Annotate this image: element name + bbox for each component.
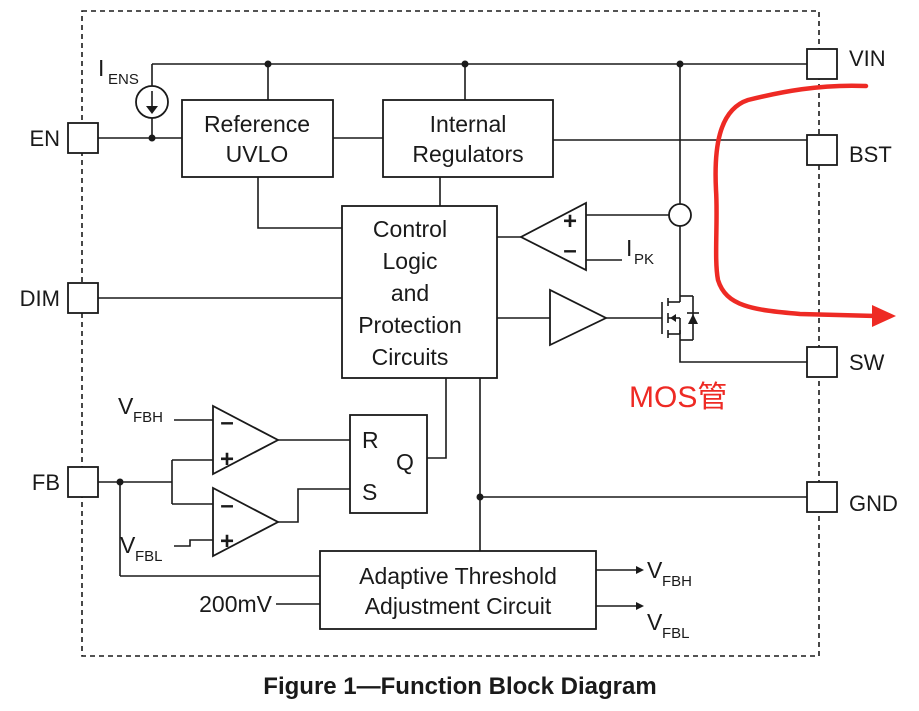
svg-text:R: R [362, 427, 379, 453]
junction-dots [116, 60, 684, 501]
comparator-vfbh: – + [212, 404, 280, 476]
svg-text:V: V [118, 393, 134, 419]
svg-text:FB: FB [32, 470, 60, 495]
pin-vin: VIN [806, 46, 886, 80]
svg-text:V: V [120, 532, 136, 558]
iens-label: I ENS [98, 55, 139, 88]
pin-gnd: GND [806, 481, 898, 516]
gate-driver-buffer [549, 288, 609, 347]
out-vfbh-label: V FBH [647, 557, 692, 590]
block-reference-uvlo: Reference UVLO [181, 99, 334, 178]
svg-text:+: + [220, 446, 234, 473]
svg-text:FBH: FBH [662, 573, 692, 590]
svg-text:SW: SW [849, 350, 885, 375]
pin-en: EN [29, 122, 99, 154]
pin-bst: BST [806, 134, 892, 167]
svg-text:Adaptive Threshold: Adaptive Threshold [359, 563, 557, 589]
svg-text:–: – [563, 237, 576, 264]
mos-annotation-label: MOS管 [629, 381, 727, 414]
ref-200mv-label: 200mV [199, 591, 273, 617]
svg-text:BST: BST [849, 142, 892, 167]
svg-text:Protection: Protection [358, 312, 462, 338]
svg-text:Internal: Internal [430, 111, 507, 137]
pin-dim: DIM [20, 282, 99, 314]
comparator-vfbl: – + [212, 486, 280, 558]
svg-text:V: V [647, 609, 663, 635]
vfbh-ref-label: V FBH [118, 393, 163, 426]
svg-text:Control: Control [373, 216, 447, 242]
figure-caption: Figure 1—Function Block Diagram [263, 673, 656, 700]
block-internal-regulators: Internal Regulators [382, 99, 554, 178]
svg-text:DIM: DIM [20, 286, 60, 311]
ic-boundary [81, 10, 820, 657]
pin-sw: SW [806, 346, 885, 378]
svg-text:I: I [626, 235, 632, 261]
svg-text:FBL: FBL [135, 548, 163, 565]
svg-text:S: S [362, 479, 377, 505]
rs-latch: R S Q [349, 414, 428, 514]
ipk-label: I PK [626, 235, 654, 268]
svg-text:and: and [391, 280, 429, 306]
current-source-icon [135, 85, 169, 119]
svg-text:GND: GND [849, 491, 898, 516]
svg-text:Regulators: Regulators [412, 141, 523, 167]
wires [98, 63, 807, 610]
block-control-logic: Control Logic and Protection Circuits [341, 205, 498, 379]
svg-text:Circuits: Circuits [372, 344, 449, 370]
current-sense-icon [668, 203, 692, 227]
svg-text:–: – [220, 492, 233, 519]
svg-text:+: + [563, 208, 577, 235]
block-adaptive-threshold: Adaptive Threshold Adjustment Circuit [319, 550, 597, 630]
svg-text:I: I [98, 55, 104, 81]
svg-text:FBH: FBH [133, 409, 163, 426]
peak-current-comparator: + – [519, 201, 587, 272]
pin-fb: FB [32, 466, 99, 498]
vfbl-ref-label: V FBL [120, 532, 163, 565]
out-vfbl-label: V FBL [647, 609, 690, 642]
mosfet-icon [661, 290, 699, 341]
svg-text:UVLO: UVLO [226, 141, 289, 167]
red-current-path-annotation [713, 83, 896, 327]
svg-text:Reference: Reference [204, 111, 310, 137]
svg-text:PK: PK [634, 251, 654, 268]
svg-text:–: – [220, 409, 233, 436]
svg-text:VIN: VIN [849, 46, 886, 71]
svg-text:ENS: ENS [108, 71, 139, 88]
svg-text:Q: Q [396, 449, 414, 475]
svg-text:EN: EN [29, 126, 60, 151]
svg-text:Adjustment Circuit: Adjustment Circuit [365, 593, 552, 619]
svg-text:Logic: Logic [383, 248, 438, 274]
svg-text:FBL: FBL [662, 625, 690, 642]
svg-text:+: + [220, 528, 234, 555]
svg-text:V: V [647, 557, 663, 583]
